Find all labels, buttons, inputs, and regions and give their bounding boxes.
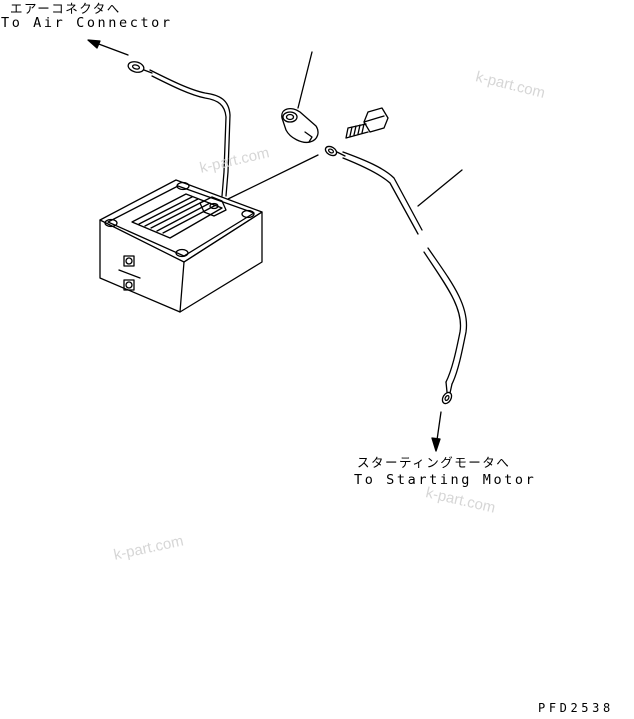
starting-motor-arrow — [431, 411, 442, 452]
starting-motor-wire — [324, 145, 468, 405]
leader-line-relay — [227, 154, 319, 200]
terminal-cap — [281, 107, 319, 144]
terminal-bolt — [345, 107, 389, 139]
air-connector-wire — [127, 61, 231, 197]
air-connector-label-en: To Air Connector — [1, 15, 173, 31]
leader-line-cap — [297, 51, 313, 109]
starting-motor-label-en: To Starting Motor — [354, 472, 537, 488]
air-connector-label-jp: エアーコネクタへ — [10, 1, 121, 16]
air-connector-arrow — [87, 39, 129, 56]
starting-motor-label-jp: スターティングモータへ — [357, 455, 511, 470]
drawing-code: PFD2538 — [538, 701, 614, 715]
heater-relay — [99, 179, 263, 313]
leader-line-wire — [417, 169, 463, 207]
